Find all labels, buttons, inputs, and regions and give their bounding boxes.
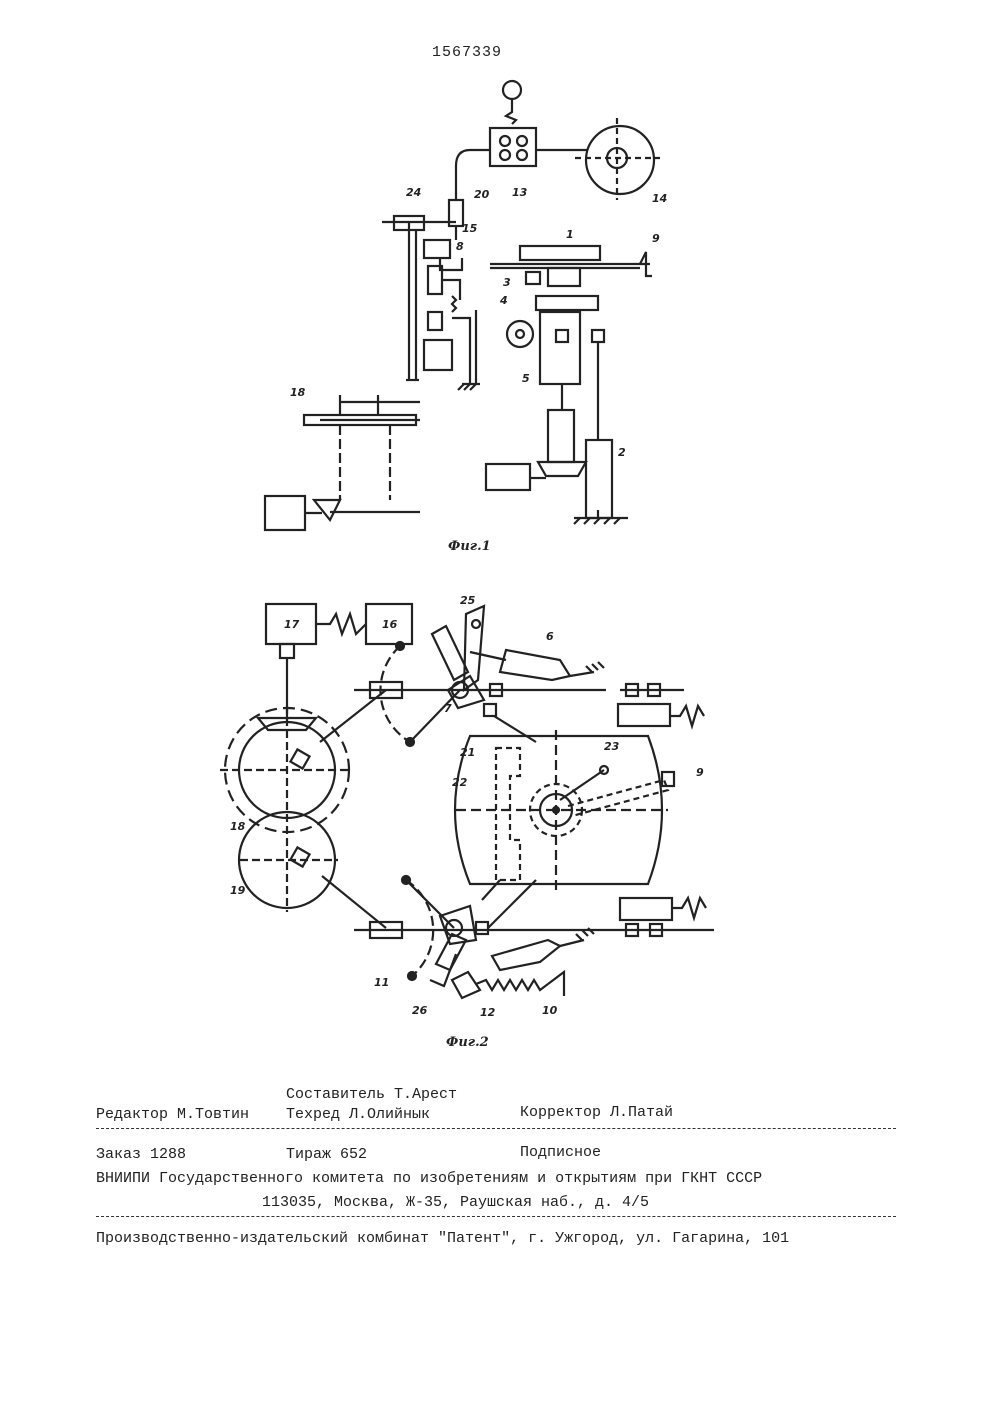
fig2-label-9: 9 — [696, 766, 704, 779]
fig2-label-7: 7 — [444, 702, 452, 715]
fig2-label-6: 6 — [546, 630, 554, 643]
divider-bottom — [96, 1216, 896, 1217]
fig2-label-25: 25 — [460, 594, 476, 607]
printer-line: Производственно-издательский комбинат "П… — [96, 1230, 789, 1247]
organization-line: ВНИИПИ Государственного комитета по изоб… — [96, 1170, 762, 1187]
editor-line: Редактор М.Товтин — [96, 1106, 249, 1123]
fig2-label-17: 17 — [284, 618, 300, 631]
fig2-caption: Фиг.2 — [446, 1035, 489, 1050]
fig2-label-18: 18 — [230, 820, 246, 833]
fig2-label-21: 21 — [460, 746, 475, 759]
order-line: Заказ 1288 — [96, 1146, 186, 1163]
fig2-label-12: 12 — [480, 1006, 496, 1019]
divider-top — [96, 1128, 896, 1129]
fig2-label-10: 10 — [542, 1004, 558, 1017]
fig2-label-23: 23 — [604, 740, 620, 753]
fig2-label-11: 11 — [374, 976, 389, 989]
circulation-line: Тираж 652 — [286, 1146, 367, 1163]
fig2-label-26: 26 — [412, 1004, 428, 1017]
compiler-line: Составитель Т.Арест — [286, 1086, 457, 1103]
fig2-label-16: 16 — [382, 618, 398, 631]
fig2-label-19: 19 — [230, 884, 246, 897]
address-line: 113035, Москва, Ж-35, Раушская наб., д. … — [262, 1194, 649, 1211]
corrector-line: Корректор Л.Патай — [520, 1104, 673, 1121]
fig2-label-22: 22 — [452, 776, 468, 789]
subscription-line: Подписное — [520, 1144, 601, 1161]
techred-line: Техред Л.Олийнык — [286, 1106, 430, 1123]
